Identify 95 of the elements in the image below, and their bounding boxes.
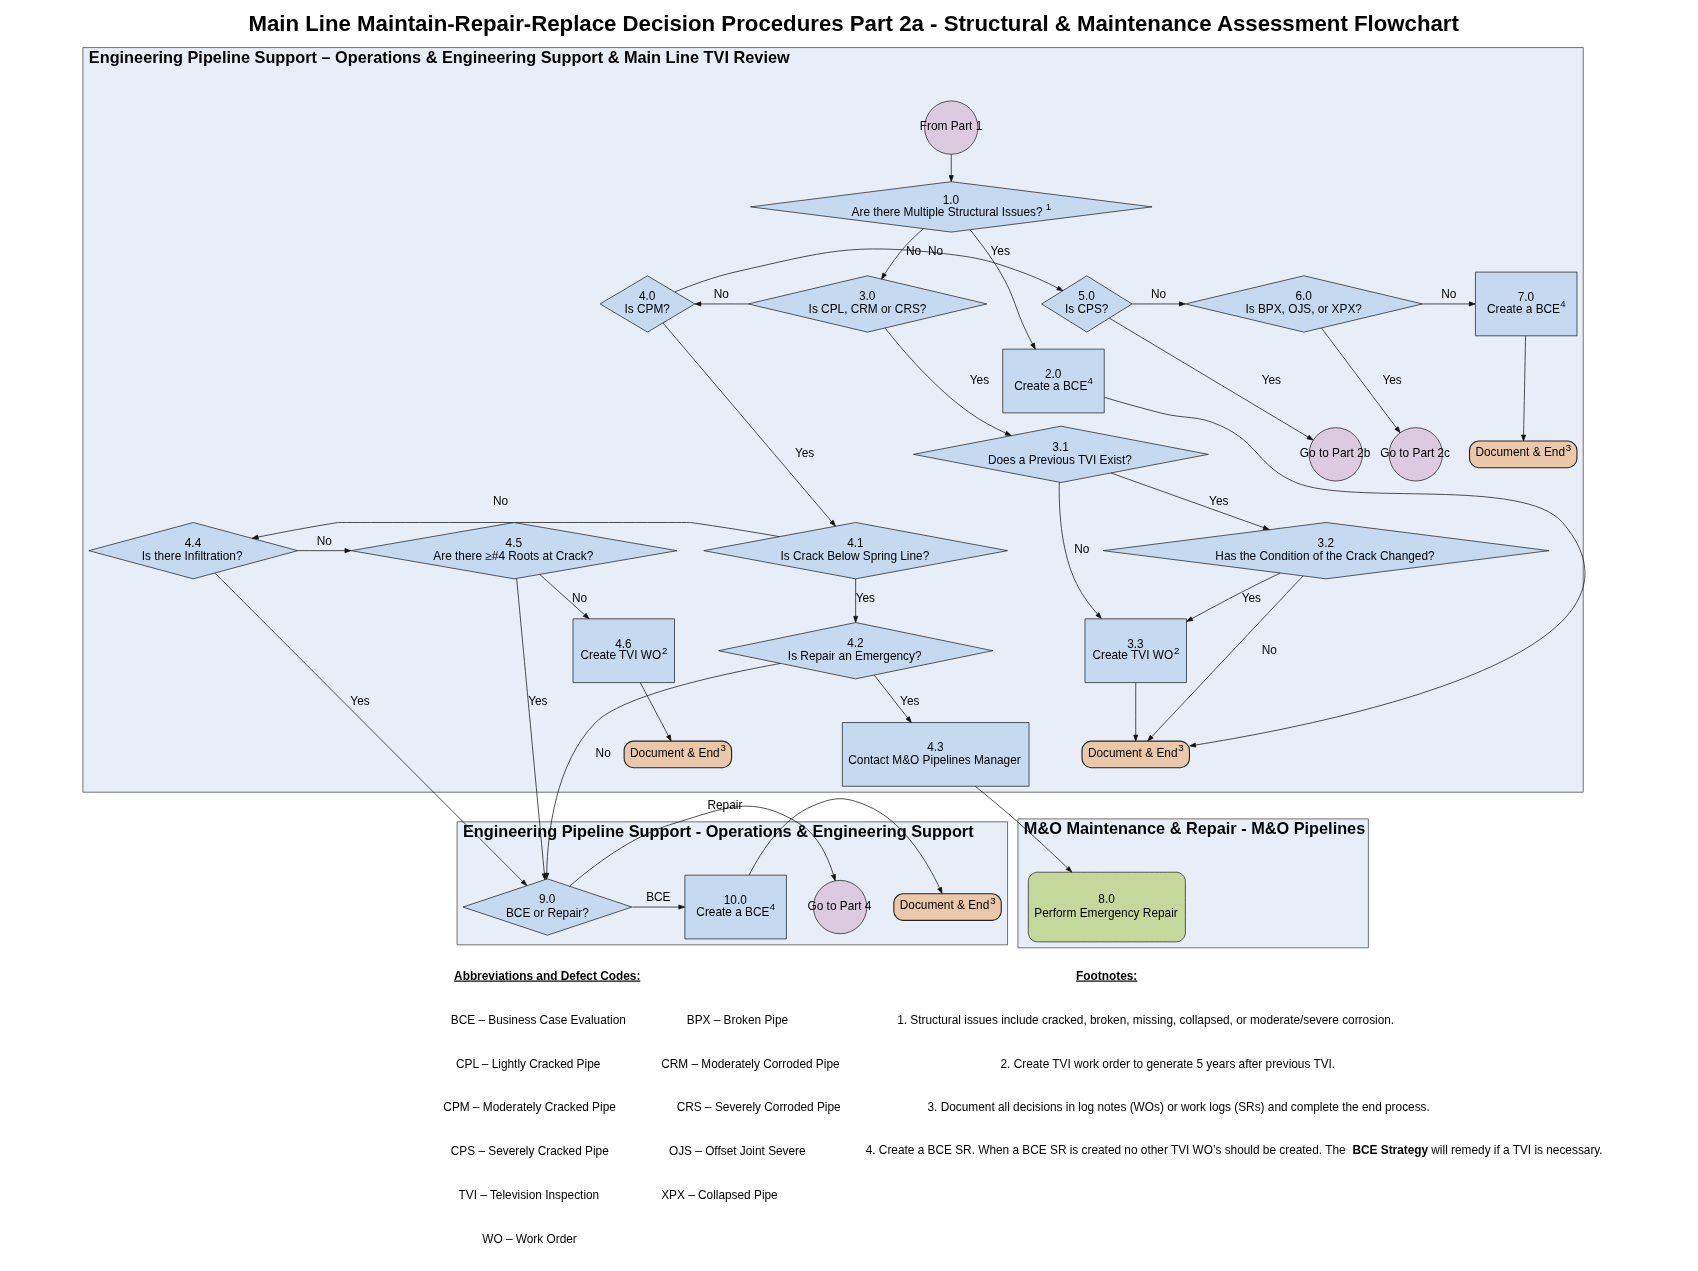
label: 1. Structural issues include cracked, broken, missing, collapsed, or moderate/severe corrosion. <box>897 1012 1395 1027</box>
label: CPL – Lightly Cracked Pipe <box>455 1056 601 1071</box>
edge-label: Yes <box>990 243 1010 258</box>
edge-label: Yes <box>1241 590 1262 605</box>
label: TVI – Television Inspection <box>458 1187 600 1202</box>
arrow <box>1147 575 1304 742</box>
edge-label: BCE <box>646 889 671 904</box>
arrow <box>662 322 836 527</box>
arrow <box>674 248 1064 293</box>
edge-label: No <box>316 533 332 548</box>
arrow <box>969 229 1036 350</box>
node-diamond: 6.0 Is BPX, OJS, or XPX? <box>1185 275 1423 333</box>
arrow <box>1186 572 1281 622</box>
node-diamond: 3.1 Does a Previous TVI Exist? <box>913 425 1209 483</box>
edge-label: No <box>927 243 944 258</box>
arrow <box>516 578 547 881</box>
edge-label: No <box>1261 642 1277 657</box>
node-box: 8.0 Perform Emergency Repair <box>1027 871 1186 943</box>
node-diamond: 5.0 Is CPS? <box>1041 275 1133 333</box>
node-label: Go to Part 2b <box>1299 446 1371 461</box>
label: BCE – Business Case Evaluation <box>450 1012 626 1027</box>
label: 2. Create TVI work order to generate 5 years after previous TVI. <box>1000 1056 1336 1071</box>
label: Footnotes: <box>1076 968 1138 983</box>
node-diamond: 4.4 Is there Infiltration? <box>88 522 299 580</box>
arrow <box>974 786 1073 873</box>
node-box: 10.0 Create a BCE$^{4}$ <box>684 874 787 940</box>
label: XPX – Collapsed Pipe <box>661 1187 778 1202</box>
arrow <box>694 301 749 307</box>
arrow <box>853 578 859 623</box>
node-box: Document & End$^{3}$ <box>893 893 1002 921</box>
arrow <box>251 522 780 540</box>
arrow <box>1131 301 1186 307</box>
label: CPS – Severely Cracked Pipe <box>450 1144 609 1159</box>
edge-label: Yes <box>1382 372 1402 387</box>
arrow <box>1110 472 1270 530</box>
arrow <box>948 154 954 182</box>
node-diamond: 4.5 Are there ≥#4 Roots at Crack? <box>350 522 678 580</box>
edge-label: No <box>1441 286 1457 301</box>
label: BPX – Broken Pipe <box>686 1012 789 1027</box>
edge-label: Yes <box>1261 372 1282 387</box>
label: OJS – Offset Joint Severe <box>668 1144 806 1159</box>
edge-label: No <box>906 243 922 258</box>
label: CRS – Severely Corroded Pipe <box>676 1100 841 1115</box>
edge-label: No <box>713 286 729 301</box>
arrow <box>884 327 1012 436</box>
arrow <box>1103 397 1585 748</box>
node-box: 7.0 Create a BCE$^{4}$ <box>1475 271 1578 337</box>
edge-label: Yes <box>1209 494 1229 509</box>
edge-label: Yes <box>528 694 548 709</box>
node-diamond: 4.1 Is Crack Below Spring Line? <box>703 522 1008 580</box>
edge-label: Yes <box>794 446 815 461</box>
node-diamond: 4.2 Is Repair an Emergency? <box>718 622 994 680</box>
arrow <box>873 674 912 723</box>
node-box: 2.0 Create a BCE$^{4}$ <box>1002 348 1105 414</box>
label: 4. Create a BCE SR. When a BCE SR is created no other TVI WO’s should be created. The BCE Strategy will remedy if a TVI is necessary. <box>865 1143 1603 1158</box>
arrow <box>1133 682 1139 742</box>
edge-label: No <box>595 746 611 761</box>
node-diamond: 3.0 Is CPL, CRM or CRS? <box>747 275 988 333</box>
node-box: Document & End$^{3}$ <box>623 740 733 769</box>
arrow <box>1321 327 1401 434</box>
label: CPM – Moderately Cracked Pipe <box>443 1100 616 1115</box>
edge-label: Yes <box>350 694 370 709</box>
edge-label: Repair <box>707 798 743 813</box>
arrow <box>569 805 836 887</box>
label: 3. Document all decisions in log notes (WOs) or work logs (SRs) and complete the end process. <box>927 1100 1430 1115</box>
node-box: 4.6 Create TVI WO$^{2}$ <box>572 618 675 683</box>
edge-label: No <box>571 590 588 605</box>
node-diamond: 1.0 Are there Multiple Structural Issues?$^{1}$ <box>750 181 1153 233</box>
arrow <box>639 682 672 742</box>
edge-label: No <box>1074 542 1090 557</box>
diagram-title: Main Line Maintain-Repair-Replace Decision Procedures Part 2a - Structural & Maintenance Assessment Flowchart <box>248 11 1459 37</box>
arrow <box>631 904 686 910</box>
arrow <box>297 548 352 554</box>
node-box: Document & End$^{3}$ <box>1081 740 1190 769</box>
arrow <box>1521 335 1527 442</box>
edge-label: Yes <box>855 590 875 605</box>
arrow <box>748 798 943 894</box>
edge-label: Yes <box>969 372 990 387</box>
arrow <box>1058 481 1102 619</box>
arrow <box>214 572 528 886</box>
edge-label: No <box>1150 286 1167 301</box>
arrow <box>1422 301 1476 307</box>
node-box: Document & End$^{3}$ <box>1468 440 1578 469</box>
node-box: 4.3 Contact M&O Pipelines Manager <box>841 722 1030 787</box>
node-diamond: 4.0 Is CPM? <box>599 275 696 333</box>
node-label: Go to Part 2c <box>1380 446 1451 461</box>
label: Abbreviations and Defect Codes: <box>454 968 641 983</box>
label: CRM – Moderately Corroded Pipe <box>661 1056 840 1071</box>
label: WO – Work Order <box>482 1231 577 1246</box>
node-box: 3.3 Create TVI WO$^{2}$ <box>1084 618 1187 683</box>
arrow <box>539 574 590 620</box>
arrow <box>881 228 924 280</box>
edge-label: No <box>492 494 509 509</box>
edge-label: Yes <box>900 694 920 709</box>
arrow <box>1109 317 1314 441</box>
